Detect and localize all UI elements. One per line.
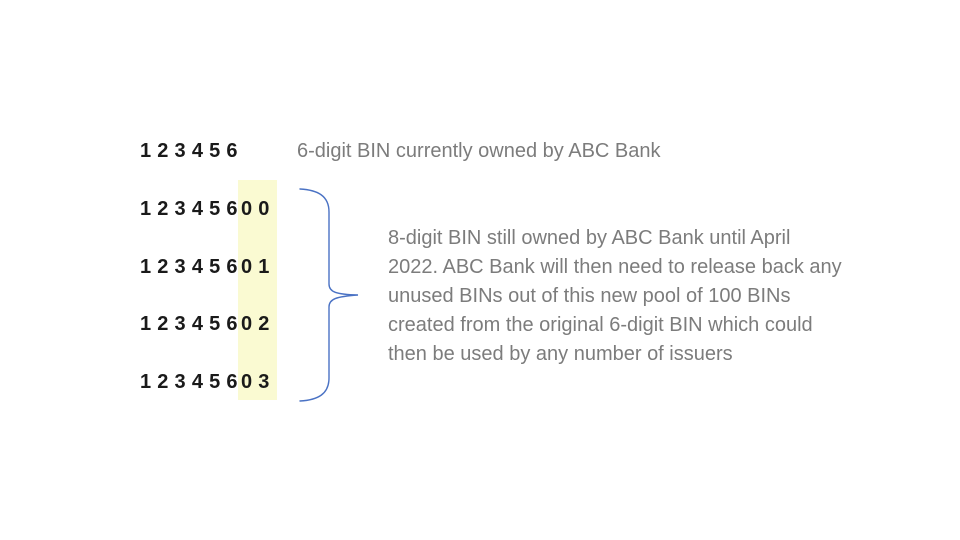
bin8-suffix-highlighted: 0 1 — [241, 256, 270, 278]
bin8-row-02: 1 2 3 4 5 6 0 2 — [140, 314, 290, 334]
bin8-prefix: 1 2 3 4 5 6 — [140, 313, 244, 335]
annotation-line: 8-digit BIN still owned by ABC Bank unti… — [388, 227, 791, 249]
bin8-prefix: 1 2 3 4 5 6 — [140, 198, 244, 220]
curly-brace-icon — [299, 188, 359, 402]
bin8-row-01: 1 2 3 4 5 6 0 1 — [140, 257, 290, 277]
annotation-line: then be used by any number of issuers — [388, 343, 733, 365]
bin6-digits: 1 2 3 4 5 6 — [140, 140, 238, 162]
bin8-row-03: 1 2 3 4 5 6 0 3 — [140, 372, 290, 392]
bin8-row-00: 1 2 3 4 5 6 0 0 — [140, 199, 290, 219]
bin8-suffix-highlighted: 0 0 — [241, 198, 270, 220]
highlight-band — [238, 180, 277, 400]
annotation-line: 2022. ABC Bank will then need to release… — [388, 256, 842, 278]
annotation-line: unused BINs out of this new pool of 100 … — [388, 285, 791, 307]
annotation-text: 8-digit BIN still owned by ABC Bank unti… — [388, 224, 842, 369]
bin8-prefix: 1 2 3 4 5 6 — [140, 371, 244, 393]
annotation-line: created from the original 6-digit BIN wh… — [388, 314, 813, 336]
bin8-suffix-highlighted: 0 3 — [241, 371, 270, 393]
bin6-row: 1 2 3 4 5 6 — [140, 141, 238, 162]
bin8-suffix-highlighted: 0 2 — [241, 313, 270, 335]
bin8-prefix: 1 2 3 4 5 6 — [140, 256, 244, 278]
bin6-label: 6-digit BIN currently owned by ABC Bank — [297, 140, 661, 162]
